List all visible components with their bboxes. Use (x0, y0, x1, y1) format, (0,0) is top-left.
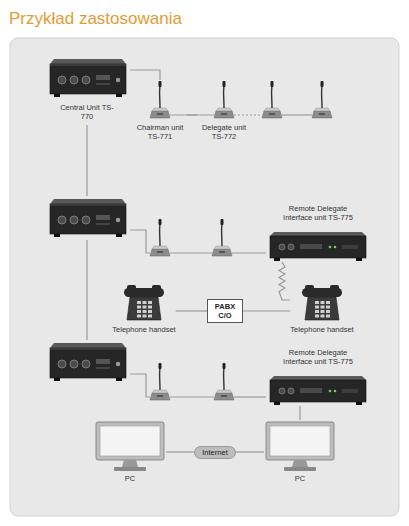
connector (299, 406, 300, 420)
trunk-cable (86, 125, 87, 196)
chain-cable (232, 252, 266, 253)
delegate-unit: Delegate unit TS-772 (197, 80, 251, 141)
connector (279, 262, 290, 300)
node-label: PC (125, 474, 135, 483)
pc-drawing (266, 422, 334, 471)
interface-unit: Remote Delegate Interface unit TS-775 (266, 204, 370, 262)
connector (130, 70, 160, 80)
microphone-drawing (312, 81, 332, 118)
pc: PC (94, 420, 166, 483)
phone-drawing (124, 285, 164, 320)
phone-icon (119, 282, 169, 322)
node-label: Remote Delegate Interface unit TS-775 (278, 204, 358, 222)
node-label: Internet (202, 448, 227, 457)
rdi-drawing (270, 376, 366, 405)
microphone-drawing (150, 219, 170, 256)
connector (166, 451, 194, 452)
node-label: Remote Delegate Interface unit TS-775 (278, 348, 358, 366)
trunk-cable (86, 240, 87, 340)
panel (10, 38, 399, 516)
chain-cable (170, 114, 214, 115)
rdi-icon (266, 374, 370, 406)
microphone-drawing (262, 81, 282, 118)
node-label: Chairman unit TS-771 (133, 123, 187, 141)
connector (176, 310, 207, 311)
node-label: Central Unit TS-770 (59, 103, 115, 121)
mic-icon (138, 80, 182, 120)
chain-cable (130, 374, 150, 397)
node-label: PC (295, 474, 305, 483)
chain-cable (282, 114, 312, 115)
cu-drawing (50, 59, 126, 97)
node-label: PABX C/O (212, 302, 238, 320)
pc-icon (264, 420, 336, 472)
mic-icon (202, 80, 246, 120)
node-label: Delegate unit TS-772 (197, 123, 251, 141)
phone-drawing (302, 285, 342, 320)
phone-icon (297, 282, 347, 322)
microphone-drawing (212, 219, 232, 256)
cu-icon (44, 56, 130, 100)
mic-drawing (214, 81, 234, 118)
central-unit-drawing (50, 343, 126, 381)
microphone-drawing (214, 363, 234, 400)
pc-drawing (96, 422, 164, 471)
chairman-unit: Chairman unit TS-771 (133, 80, 187, 141)
interface-unit: Remote Delegate Interface unit TS-775 (266, 348, 370, 406)
chain-cable (170, 252, 212, 253)
connector (187, 114, 197, 115)
node-label: Telephone handset (112, 325, 175, 334)
telephone: Telephone handset (290, 282, 353, 334)
central-unit-drawing (50, 199, 126, 237)
connector (236, 451, 264, 452)
chain-cable (234, 396, 266, 397)
pc-icon (94, 420, 166, 472)
central-unit: Central Unit TS-770 (44, 56, 130, 121)
chain-cable (170, 396, 214, 397)
rdi-drawing (270, 232, 366, 261)
internet-pill: Internet (194, 446, 235, 459)
title: Przykład zastosowania (9, 9, 182, 29)
pc: PC (264, 420, 336, 483)
connector (243, 310, 290, 311)
rdi-icon (266, 230, 370, 262)
chain-cable (130, 230, 150, 253)
pabx-box: PABX C/O (207, 299, 243, 323)
chain-cable-dotted (234, 114, 262, 115)
node-label: Telephone handset (290, 325, 353, 334)
microphone-drawing (150, 363, 170, 400)
mic-drawing (150, 81, 170, 118)
telephone: Telephone handset (112, 282, 175, 334)
